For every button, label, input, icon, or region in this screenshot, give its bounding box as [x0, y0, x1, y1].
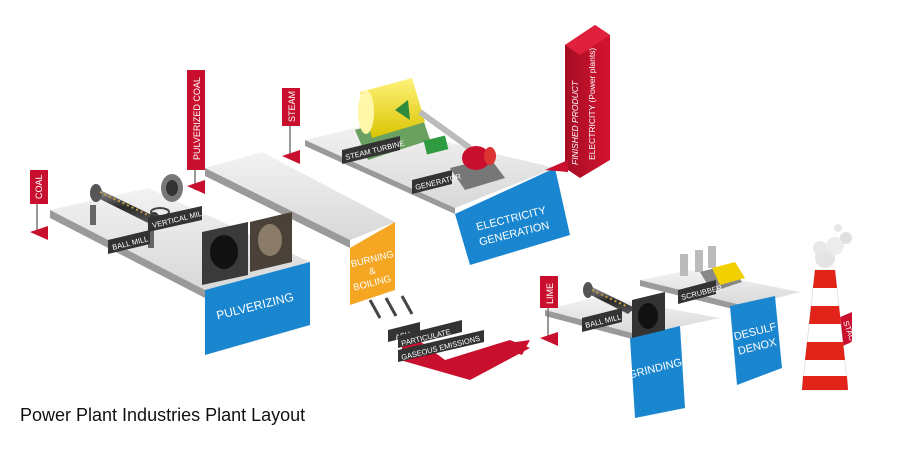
diagram-caption: Power Plant Industries Plant Layout — [20, 405, 306, 425]
flag-coal-label: COAL — [34, 174, 44, 199]
grinding-photo — [632, 292, 665, 338]
stage-electricity-generation: ELECTRICITY GENERATION — [455, 168, 570, 265]
finished-product-box: FINISHED PRODUCT ELECTRICITY (Power plan… — [545, 25, 610, 178]
emissions-output — [368, 295, 530, 380]
flag-steam-label: STEAM — [287, 91, 297, 122]
stage-burning-boiling: BURNING & BOILING — [350, 222, 395, 305]
ball-mill-2-icon — [583, 282, 635, 314]
flag-pulverized-coal-label: PULVERIZED COAL — [192, 77, 202, 160]
flag-lime: LIME — [540, 276, 558, 346]
smoke-icon — [813, 224, 852, 268]
stage-burning-label-2: & — [368, 265, 377, 277]
coal-mill-photo-2 — [250, 212, 292, 272]
generator-icon — [450, 146, 505, 190]
stage-pulverizing: PULVERIZING — [205, 262, 310, 355]
finished-product-label-2: ELECTRICITY (Power plants) — [587, 48, 597, 160]
flag-coal: COAL — [30, 170, 48, 240]
finished-product-label-1: FINISHED PRODUCT — [570, 80, 580, 165]
flag-pulverized-coal: PULVERIZED COAL — [187, 70, 205, 194]
flag-steam: STEAM — [282, 88, 300, 164]
stack-chimney-icon — [801, 269, 849, 391]
flag-lime-label: LIME — [545, 283, 555, 304]
stage-grinding: GRINDING — [627, 326, 685, 418]
coal-mill-photo-1 — [202, 222, 248, 285]
pulverized-coal-conveyor — [205, 152, 395, 248]
ball-mill-icon — [90, 184, 160, 248]
stage-desulf-denox: DESULF DENOX — [730, 296, 782, 385]
